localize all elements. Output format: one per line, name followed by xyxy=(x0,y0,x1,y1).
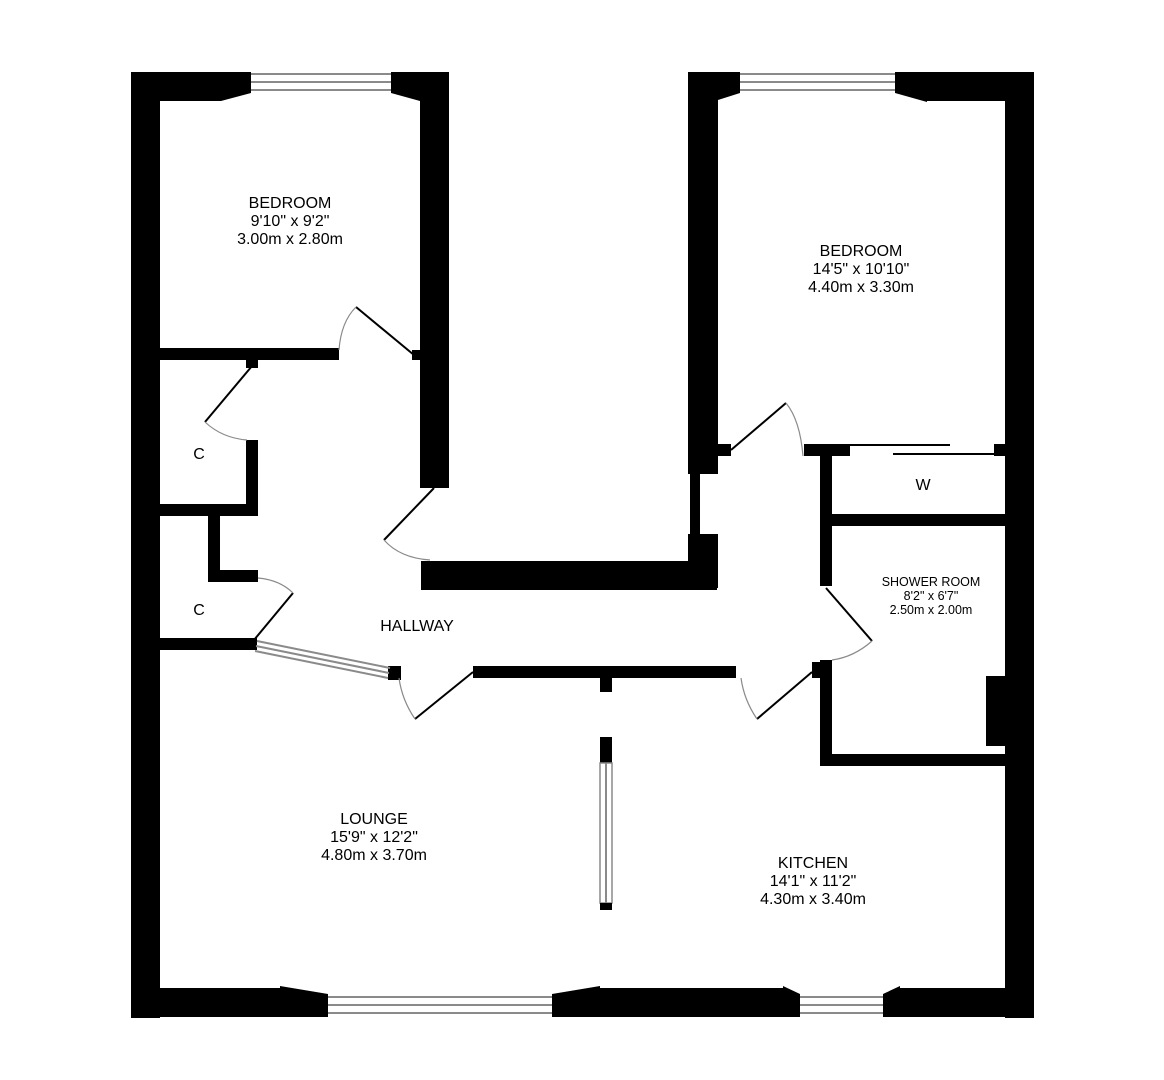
wall-wardrobe-top-left xyxy=(804,444,850,456)
wardrobe-label: W xyxy=(915,477,930,495)
wall-cupboard-2-bottom xyxy=(131,638,257,650)
door-stop xyxy=(246,356,258,368)
window-jamb xyxy=(280,986,328,1017)
room-label-lounge: LOUNGE 15'9" x 12'2" 4.80m x 3.70m xyxy=(321,811,427,865)
door-kitchen[interactable] xyxy=(740,671,813,720)
room-size-metric: 2.50m x 2.00m xyxy=(889,603,973,617)
wall-bedroom-1-right-lower xyxy=(420,360,449,488)
wall-bedroom-1-right xyxy=(420,72,449,350)
wall-wardrobe-left xyxy=(820,454,832,586)
wall-bedroom-1-bottom xyxy=(131,348,339,360)
wall-hallway-bottom xyxy=(473,666,736,678)
window-jamb xyxy=(883,986,900,1017)
wall-partition-bottom xyxy=(600,903,612,910)
wall-left-outer xyxy=(131,72,160,1018)
wardrobe-name: W xyxy=(915,477,931,494)
door-lounge[interactable] xyxy=(398,671,474,720)
door-shower-room[interactable] xyxy=(825,587,873,661)
window-bedroom-2 xyxy=(740,73,895,91)
room-name: KITCHEN xyxy=(777,855,849,872)
room-label-kitchen: KITCHEN 14'1" x 11'2" 4.30m x 3.40m xyxy=(760,855,866,909)
cupboard-label-1: C xyxy=(193,446,205,464)
wall-bottom-c xyxy=(900,988,1034,1017)
door-bedroom-2[interactable] xyxy=(730,402,804,457)
room-size-imperial: 15'9" x 12'2" xyxy=(330,828,418,846)
window-jamb xyxy=(783,986,800,1017)
cupboard-label-2: C xyxy=(193,602,205,620)
room-size-imperial: 9'10" x 9'2" xyxy=(250,212,330,230)
cupboard-name: C xyxy=(193,602,205,619)
wall-wardrobe-top-right xyxy=(994,444,1006,456)
room-size-imperial: 14'1" x 11'2" xyxy=(769,872,857,890)
room-size-metric: 4.80m x 3.70m xyxy=(321,846,427,864)
room-label-bedroom-1: BEDROOM 9'10" x 9'2" 3.00m x 2.80m xyxy=(237,195,343,249)
room-name: BEDROOM xyxy=(819,243,903,260)
wall-right-outer xyxy=(1005,72,1034,1018)
door-stop xyxy=(388,666,401,680)
window-jamb xyxy=(895,72,927,102)
room-label-hallway: HALLWAY xyxy=(380,618,454,636)
door-cupboard-2[interactable] xyxy=(253,577,294,641)
door-cupboard-1[interactable] xyxy=(204,365,253,441)
door-hallway-upper[interactable] xyxy=(383,487,435,561)
room-size-metric: 4.30m x 3.40m xyxy=(760,890,866,908)
window-lounge xyxy=(328,996,552,1014)
wall-wardrobe-bottom xyxy=(830,514,1008,526)
cupboard-name: C xyxy=(193,446,205,463)
room-size-metric: 4.40m x 3.30m xyxy=(808,278,914,296)
wall-hallway-top xyxy=(421,561,717,590)
window-jamb xyxy=(391,72,420,101)
glazed-partition xyxy=(599,762,613,904)
room-name: HALLWAY xyxy=(380,618,454,635)
room-name: BEDROOM xyxy=(248,195,332,212)
wall-cupboard-2-inner xyxy=(208,514,220,582)
door-stop xyxy=(412,350,449,360)
window-jamb xyxy=(221,72,251,101)
wall-bottom-a xyxy=(131,988,281,1017)
window-jamb xyxy=(552,986,600,1017)
door-bedroom-1[interactable] xyxy=(338,306,415,356)
wall-shower-bottom xyxy=(820,754,1008,766)
wall-cupboard-1-right xyxy=(246,440,258,516)
wall-cupboard-2-top xyxy=(208,570,258,582)
room-name: SHOWER ROOM xyxy=(881,575,981,589)
wall-stub xyxy=(600,676,612,692)
room-name: LOUNGE xyxy=(340,811,408,828)
room-size-metric: 3.00m x 2.80m xyxy=(237,230,343,248)
room-size-imperial: 8'2" x 6'7" xyxy=(903,589,959,603)
wall-shower-left xyxy=(820,660,832,766)
wall-bedroom-2-left-thin xyxy=(690,474,700,536)
wall-bottom-b xyxy=(600,988,783,1017)
room-size-imperial: 14'5" x 10'10" xyxy=(812,260,910,278)
room-label-shower-room: SHOWER ROOM 8'2" x 6'7" 2.50m x 2.00m xyxy=(882,575,981,617)
window-kitchen xyxy=(800,996,883,1014)
window-bedroom-1 xyxy=(251,73,391,91)
wall-top-left-bedroom-a xyxy=(131,72,221,101)
wall-cupboard-divider xyxy=(131,504,258,516)
room-label-bedroom-2: BEDROOM 14'5" x 10'10" 4.40m x 3.30m xyxy=(808,243,914,297)
wall-bedroom-2-left xyxy=(688,72,718,474)
shower-fixture xyxy=(986,676,1006,746)
window-hallway xyxy=(254,640,391,679)
door-stop xyxy=(718,444,731,456)
wall-partition-top xyxy=(600,737,612,763)
